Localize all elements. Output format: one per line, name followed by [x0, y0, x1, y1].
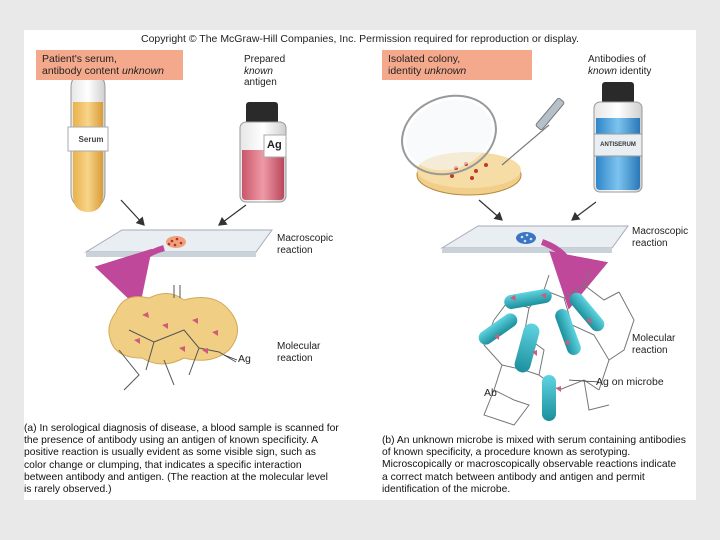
antibodies-label: Antibodies of known identity: [588, 54, 652, 77]
ab-label: Ab: [484, 387, 497, 399]
figure-panel: Copyright © The McGraw-Hill Companies, I…: [24, 30, 696, 500]
arrow-antiserum-to-slide: [571, 201, 597, 221]
ag-on-microbe-label: Ag on microbe: [596, 376, 664, 388]
ag-microbe-pointer: [568, 379, 600, 383]
slide-b: [440, 225, 629, 253]
zoom-arrow-a: [94, 245, 165, 310]
antigen-markers: [494, 293, 591, 392]
serum-tube-label: Serum: [78, 135, 104, 144]
copyright-notice: Copyright © The McGraw-Hill Companies, I…: [140, 33, 580, 45]
ag-pointer-a: [223, 354, 238, 361]
antigen-clump: [108, 285, 238, 391]
zoom-arrow-b: [540, 239, 609, 310]
inoculating-loop: [501, 97, 565, 166]
antibody-network: [483, 269, 635, 426]
macroscopic-label-a: Macroscopic reaction: [277, 233, 334, 256]
arrow-bottle-to-slide: [218, 204, 247, 226]
patient-serum-label: Patient's serum, antibody content unknow…: [36, 50, 183, 80]
ag-label-a: Ag: [238, 353, 251, 365]
antigen-bottle: [239, 102, 287, 203]
macroscopic-label-b: Macroscopic reaction: [632, 226, 689, 249]
prepared-antigen-label: Prepared known antigen: [244, 54, 286, 88]
microbes: [478, 289, 605, 421]
caption-a: (a) In serological diagnosis of disease,…: [24, 423, 339, 496]
isolated-colony-label: Isolated colony, identity unknown: [382, 50, 532, 80]
ag-bottle-label: Ag: [267, 139, 282, 151]
arrow-tube-to-slide: [120, 199, 145, 226]
molecular-label-b: Molecular reaction: [632, 333, 676, 356]
petri-dish: [401, 94, 522, 196]
molecular-label-a: Molecular reaction: [277, 341, 321, 364]
antiserum-bottle: [593, 82, 643, 193]
antiserum-bottle-label: ANTISERUM: [600, 142, 636, 148]
illustration: [66, 67, 643, 426]
arrow-dish-to-slide: [478, 199, 503, 221]
slide-a: [84, 229, 273, 257]
caption-b: (b) An unknown microbe is mixed with ser…: [382, 435, 686, 495]
